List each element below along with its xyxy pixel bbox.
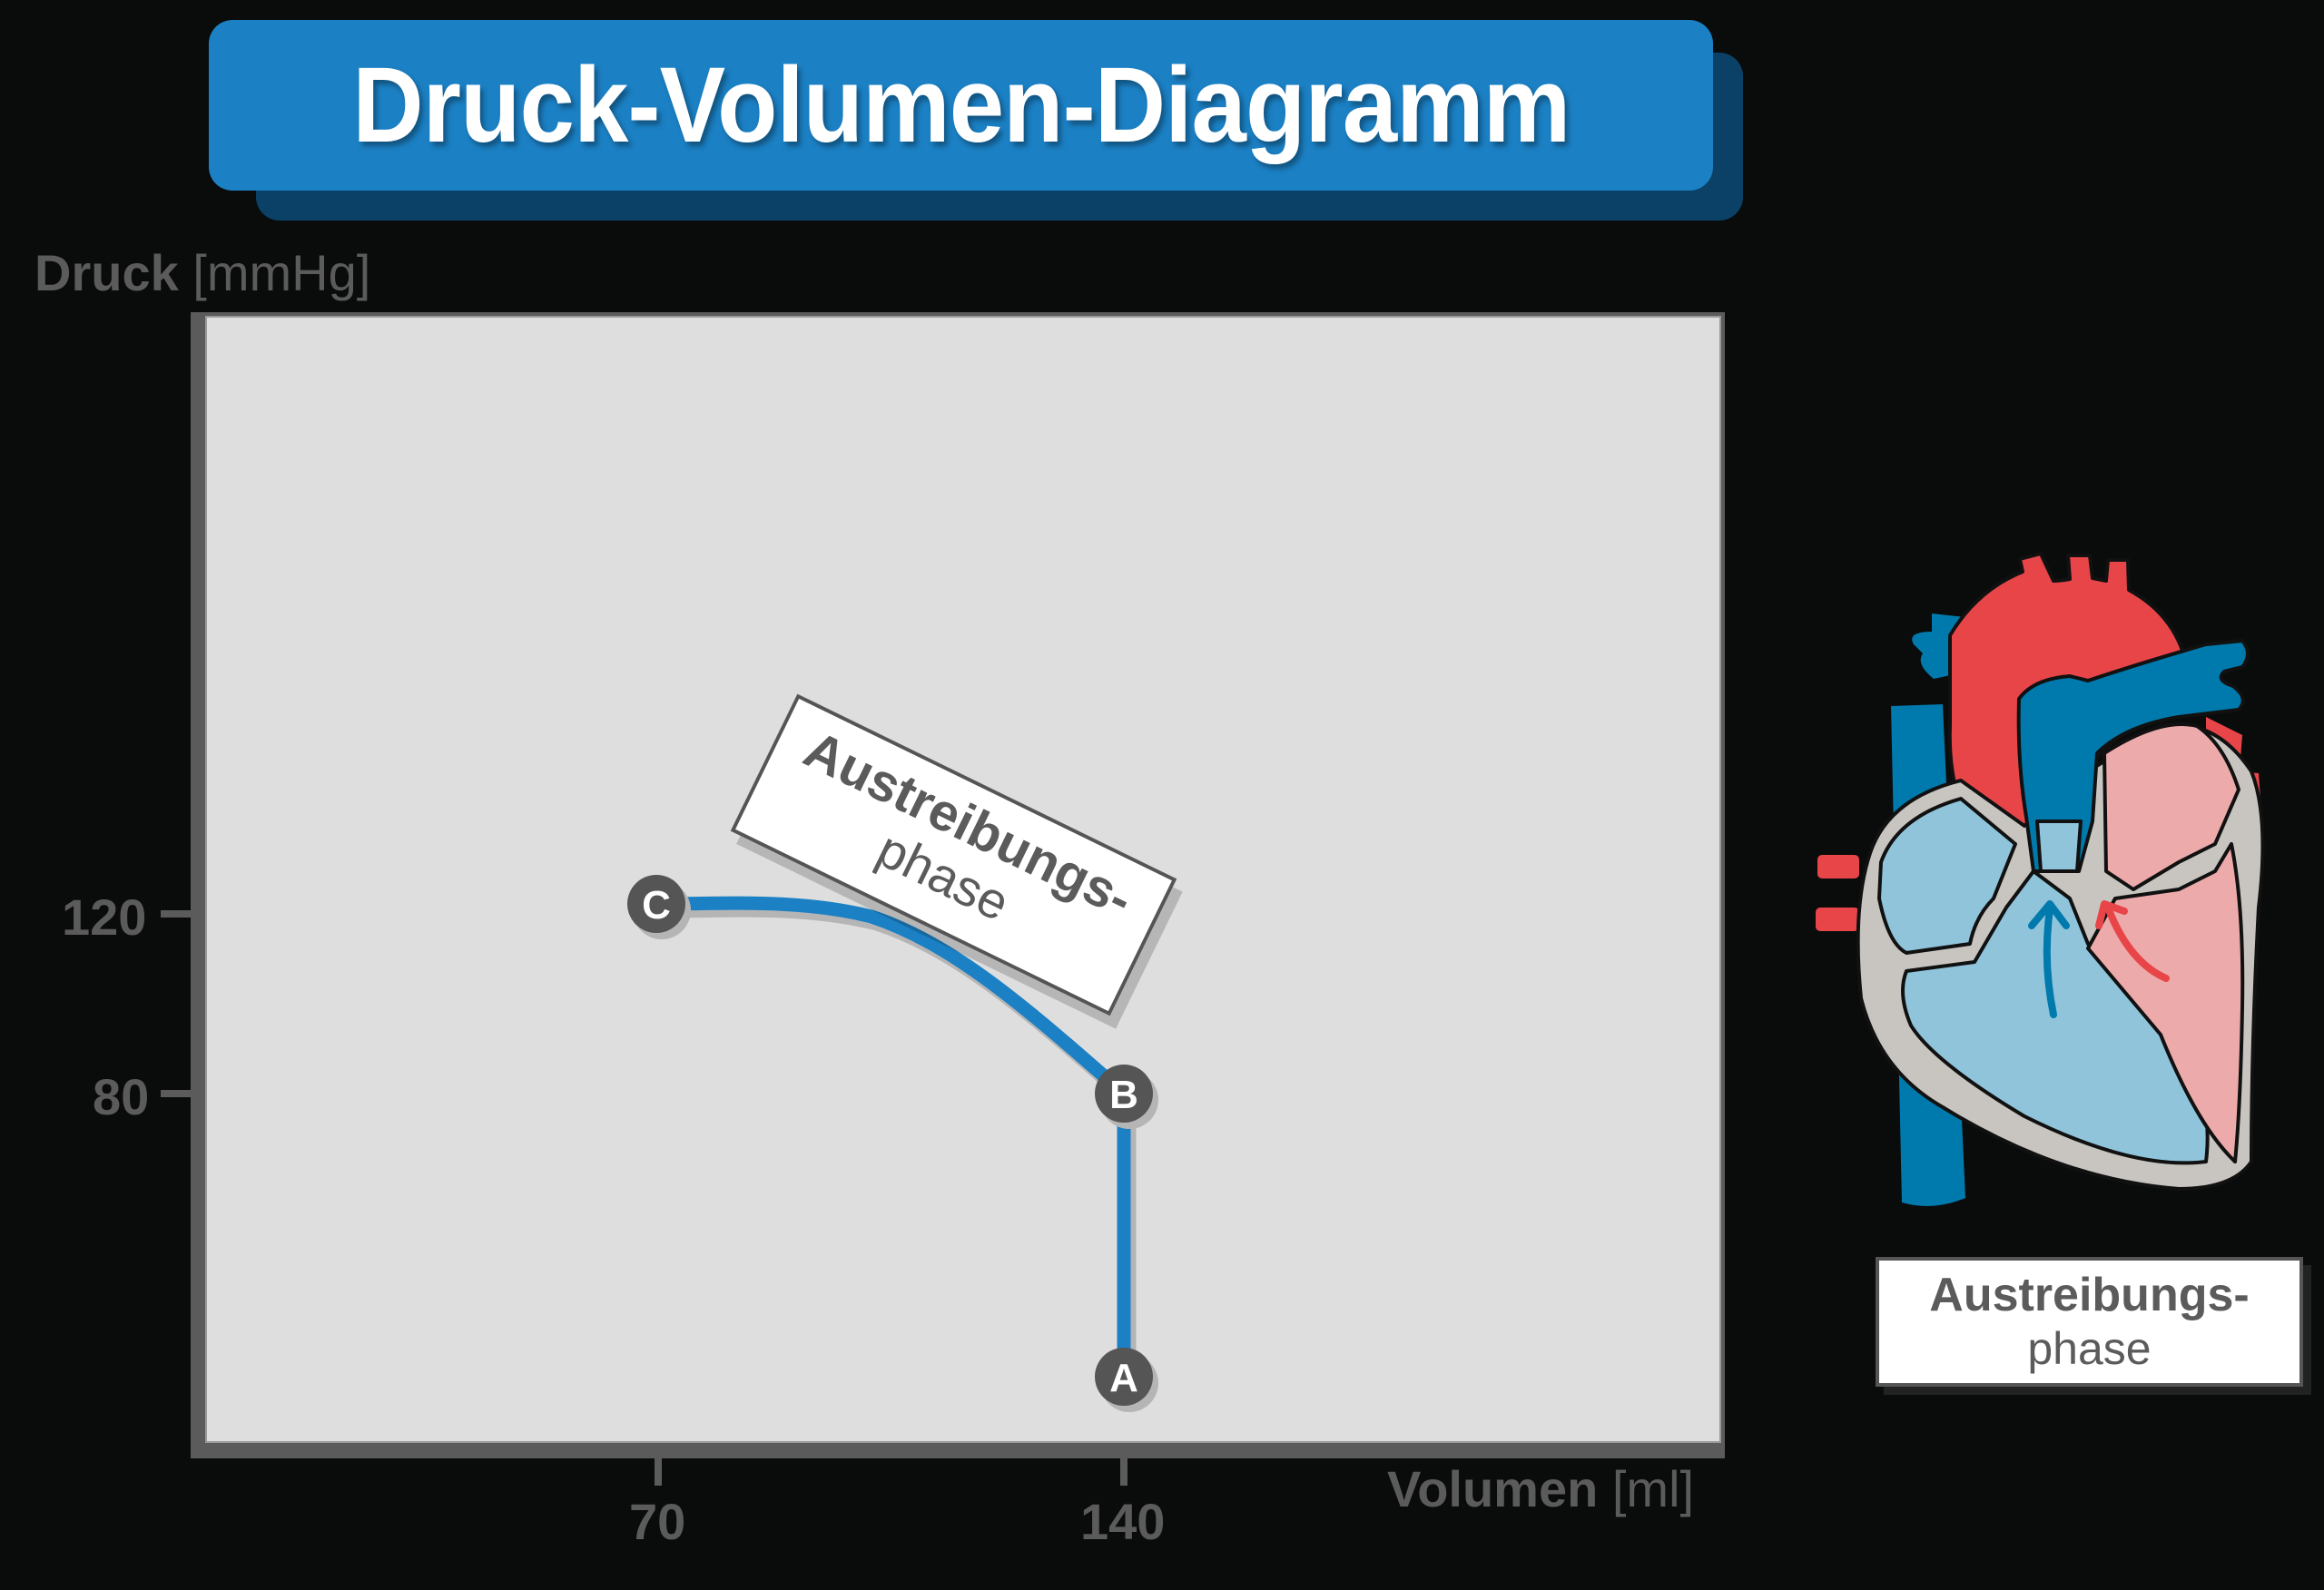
page-title: Druck-Volumen-Diagramm: [351, 45, 1571, 165]
y-tick-label-120: 120: [62, 888, 147, 946]
point-c-label: C: [642, 883, 671, 928]
x-tick-70: [655, 1457, 662, 1486]
left-ventricle-icon: [2102, 722, 2240, 891]
x-axis-label: Volumen [ml]: [1387, 1459, 1694, 1518]
point-b: B: [1095, 1065, 1158, 1129]
x-axis-label-unit: [ml]: [1611, 1460, 1695, 1517]
heart-caption-box: Austreibungs- phase: [1876, 1257, 2303, 1387]
y-tick-label-80: 80: [93, 1068, 150, 1125]
point-b-label: B: [1109, 1073, 1138, 1117]
pulmonary-artery-icon: [2016, 639, 2250, 873]
y-tick-80: [161, 1090, 191, 1097]
x-tick-label-70: 70: [629, 1493, 686, 1550]
y-tick-120: [161, 910, 191, 918]
x-tick-140: [1120, 1457, 1128, 1486]
heart-caption-line2: phase: [2027, 1323, 2152, 1374]
y-axis-label-name: Druck: [34, 244, 179, 301]
x-axis-label-name: Volumen: [1387, 1460, 1599, 1517]
title-banner: Druck-Volumen-Diagramm: [209, 20, 1713, 191]
y-axis-label: Druck [mmHg]: [34, 243, 370, 302]
point-a-label: A: [1109, 1356, 1138, 1400]
point-a: A: [1095, 1348, 1158, 1412]
flow-arrow-blue-icon: [2043, 906, 2057, 1018]
point-c: C: [627, 875, 691, 939]
flow-arrow-red-icon: [2104, 904, 2170, 982]
pv-curve: [649, 896, 1131, 1384]
right-ventricle-icon: [1877, 797, 2017, 955]
x-tick-label-140: 140: [1080, 1493, 1166, 1550]
heart-caption-line1: Austreibungs-: [1929, 1269, 2250, 1321]
y-axis-label-unit: [mmHg]: [192, 244, 371, 301]
